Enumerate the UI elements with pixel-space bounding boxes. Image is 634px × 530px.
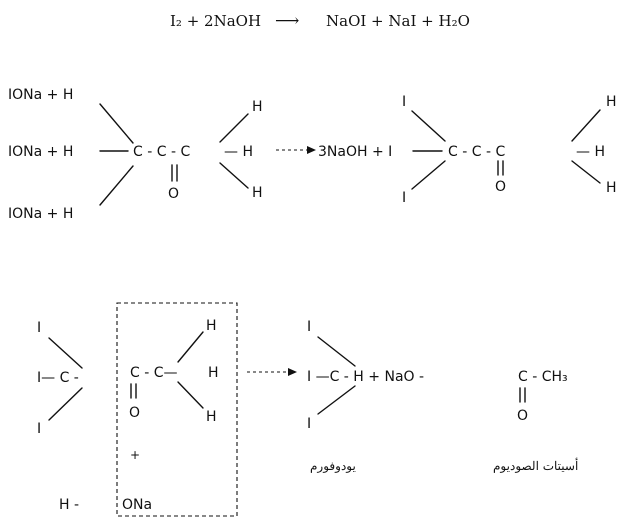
reagent-row-2: IONa + H — [8, 144, 73, 160]
bond-h-lower — [219, 162, 249, 189]
iodoform-bond-upper — [317, 336, 356, 367]
plus-sign: + — [130, 448, 140, 462]
product-bond-h-upper — [571, 109, 601, 142]
label-sodium-acetate: أسيتات الصوديوم — [493, 458, 578, 473]
acetate-chain: C - CH₃ — [518, 369, 568, 385]
hydrogen-top: H — [252, 99, 263, 115]
bond-h-upper — [219, 113, 249, 143]
product-oxygen: O — [495, 179, 506, 195]
ona-group: ONa — [122, 497, 152, 513]
iodoform-iodine-top: I — [307, 319, 311, 335]
step2-reactant: I I I— C - C - C— O H H H + H - ONa — [37, 302, 238, 517]
bond-i-lower — [411, 160, 446, 190]
step1-product: 3NaOH + I I I C - C - C O H — H H — [318, 94, 617, 206]
cleavage-box — [116, 302, 238, 517]
step2-bond-lower — [48, 387, 83, 421]
bond-i-upper — [411, 110, 446, 142]
carbonyl-oxygen: O — [168, 186, 179, 202]
product-iodine-top: I — [402, 94, 406, 110]
label-iodoform: يودوفورم — [310, 459, 356, 473]
box-bond-h-lower — [177, 381, 204, 409]
box-chain: C - C— — [130, 365, 178, 381]
product-bond-h-lower — [571, 160, 601, 184]
product-chain: C - C - C — [448, 144, 505, 160]
bond-lower — [99, 165, 134, 206]
hydrogen-middle: — H — [224, 144, 253, 160]
box-bond-h-upper — [177, 331, 204, 363]
bond-upper — [99, 103, 134, 144]
box-oxygen: O — [129, 405, 140, 421]
equation-arrow: ⟶ — [275, 11, 299, 31]
product-hydrogen-top: H — [606, 94, 617, 110]
iodoform-formula: I —C - H + NaO - — [307, 369, 424, 385]
equation-reactants: I₂ + 2NaOH — [170, 12, 261, 30]
equation-products: NaOI + NaI + H₂O — [326, 12, 470, 30]
iodoform-iodine-bottom: I — [307, 416, 311, 432]
reagent-row-3: IONa + H — [8, 206, 73, 222]
hydrogen-bottom: H — [252, 185, 263, 201]
equation: I₂ + 2NaOH ⟶ NaOI + NaI + H₂O — [170, 11, 470, 31]
box-hydrogen-bottom: H — [206, 409, 217, 425]
hydrogen-left: H - — [59, 497, 79, 513]
step2-iodine-top: I — [37, 320, 41, 336]
product-hydrogen-bottom: H — [606, 180, 617, 196]
product-iodine-bottom: I — [402, 190, 406, 206]
step1-reactant: IONa + H IONa + H IONa + H C - C - C O H… — [8, 87, 263, 222]
acetate-oxygen: O — [517, 408, 528, 424]
carbon-chain: C - C - C — [133, 144, 190, 160]
step2-products: I I I —C - H + NaO - C - CH₃ O يودوفورم … — [307, 319, 578, 473]
product-prefix: 3NaOH + I — [318, 144, 392, 160]
step2-arrow — [247, 368, 297, 376]
step2-left-carbon: I— C - — [37, 370, 79, 386]
reagent-row-1: IONa + H — [8, 87, 73, 103]
box-hydrogen-top: H — [206, 318, 217, 334]
iodoform-bond-lower — [317, 385, 356, 415]
box-hydrogen-middle: H — [208, 365, 219, 381]
step1-arrow — [276, 146, 316, 154]
step2-bond-upper — [48, 337, 83, 369]
step2-iodine-bottom: I — [37, 421, 41, 437]
product-hydrogen-middle: — H — [576, 144, 605, 160]
